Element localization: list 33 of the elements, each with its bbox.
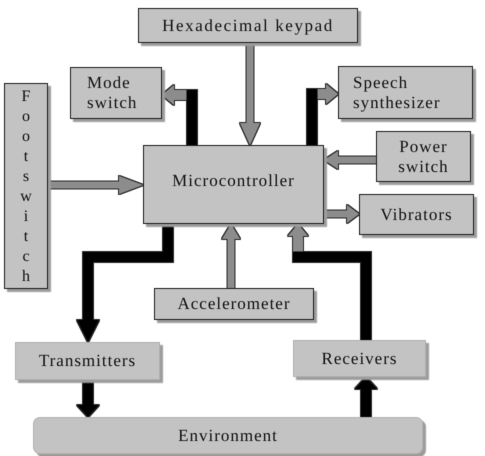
vertical-label: Footswitch (20, 87, 38, 287)
box-label: Vibrators (380, 204, 453, 224)
box-label: Environment (178, 426, 278, 446)
component-box (359, 194, 474, 235)
arrow (162, 85, 197, 145)
arrow (324, 151, 376, 169)
component-box (154, 288, 314, 320)
box-label: Receivers (321, 348, 398, 368)
component-box (338, 66, 473, 119)
arrow (240, 43, 260, 145)
arrow (288, 224, 371, 340)
component-box (143, 145, 324, 224)
box-label: Mode switch (87, 73, 138, 113)
component-box (15, 342, 160, 380)
box-label: Speech synthesizer (353, 72, 442, 112)
component-box (376, 131, 471, 182)
box-label: Transmitters (38, 351, 136, 371)
arrow (307, 84, 338, 145)
component-box (138, 8, 358, 43)
box-label: Hexadecimal keypad (162, 16, 334, 36)
component-box (4, 83, 48, 289)
arrow (222, 224, 240, 288)
box-label: Microcontroller (172, 170, 295, 190)
arrow (77, 380, 99, 417)
component-box (70, 67, 162, 119)
box-label: Accelerometer (177, 294, 291, 314)
component-box (293, 340, 426, 377)
arrow (355, 377, 377, 417)
arrow (48, 176, 143, 194)
component-box (33, 417, 423, 454)
arrow (77, 224, 173, 342)
arrow (324, 205, 359, 223)
box-label: Power switch (397, 136, 450, 176)
